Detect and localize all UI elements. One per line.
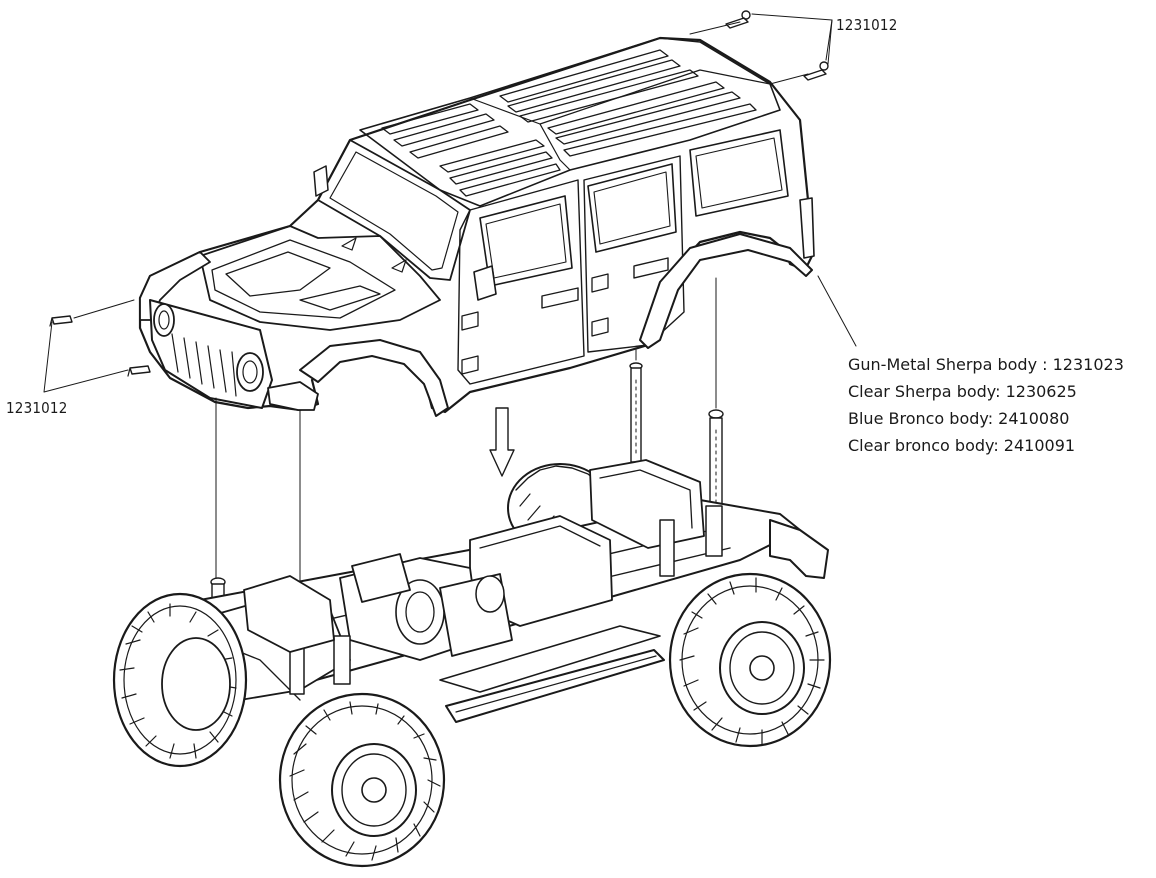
body-clip-top-1	[725, 10, 751, 29]
body-clip-left-2	[127, 365, 151, 377]
leader-lines	[43, 13, 857, 393]
body-post-rear-right	[708, 409, 724, 513]
body-post-rear-left	[629, 362, 643, 463]
body-clip-part-number-left: 1231012	[6, 399, 68, 417]
body-option-gun-metal-sherpa: Gun-Metal Sherpa body : 1231023	[848, 355, 1124, 374]
body-option-blue-bronco: Blue Bronco body: 2410080	[848, 409, 1070, 428]
body-options-list: Gun-Metal Sherpa body : 1231023 Clear Sh…	[848, 351, 1124, 459]
body-shell	[138, 36, 815, 417]
wheel-front-right	[278, 692, 446, 868]
down-arrow-icon	[489, 407, 515, 477]
chassis	[112, 459, 832, 868]
roof-vents-front	[381, 103, 561, 197]
roof-vents-rear	[499, 49, 757, 157]
body-clips	[49, 10, 829, 377]
assembly-guide-lines	[215, 277, 717, 595]
body-clip-left-1	[49, 315, 73, 327]
wheel-rear-right	[668, 572, 832, 748]
body-option-clear-sherpa: Clear Sherpa body: 1230625	[848, 382, 1077, 401]
body-clip-top-2	[803, 61, 829, 81]
body-option-clear-bronco: Clear bronco body: 2410091	[848, 436, 1076, 455]
wheel-front-left	[112, 592, 248, 768]
body-clip-part-number-top: 1231012	[836, 16, 898, 34]
